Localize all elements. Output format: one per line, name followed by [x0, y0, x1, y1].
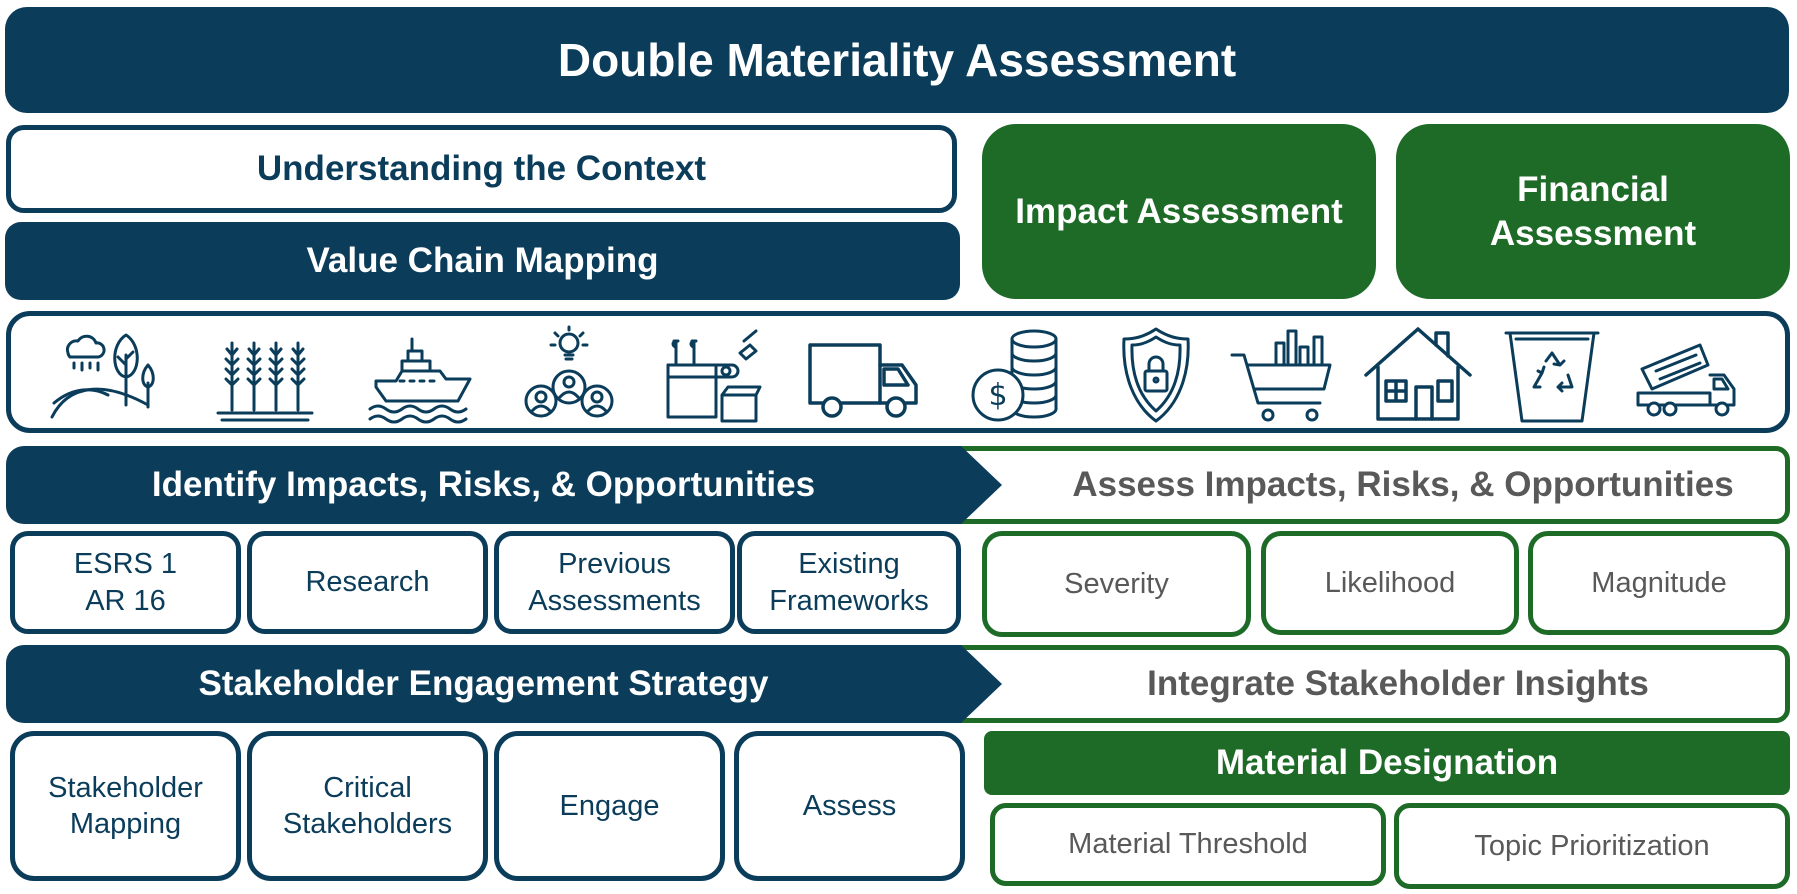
page-title: Double Materiality Assessment [5, 7, 1789, 113]
magnitude-box: Magnitude [1528, 531, 1790, 635]
existing-frameworks-label: Existing Frameworks [769, 548, 929, 617]
stakeholder-strategy-label: Stakeholder Engagement Strategy [198, 664, 769, 703]
stakeholder-strategy-arrow [6, 645, 1002, 723]
wheat-icon [212, 325, 324, 425]
severity-label: Severity [1064, 567, 1169, 600]
previous-assessments-box: Previous Assessments [494, 531, 735, 634]
material-threshold-box: Material Threshold [990, 803, 1386, 886]
stakeholder-strategy-header: Stakeholder Engagement Strategy [6, 645, 961, 723]
recycle-bin-icon [1496, 325, 1608, 425]
financial-assessment-box: Financial Assessment [1396, 124, 1790, 299]
esrs-ar16-label: ESRS 1 AR 16 [73, 548, 178, 617]
material-designation-header: Material Designation [984, 731, 1790, 795]
identify-iro-arrow [6, 446, 1002, 524]
shopping-cart-icon [1230, 325, 1342, 425]
assess-label: Assess [802, 789, 897, 822]
integrate-insights-header: Integrate Stakeholder Insights [946, 645, 1790, 723]
understanding-context-box: Understanding the Context [6, 125, 957, 213]
impact-assessment-label: Impact Assessment [1015, 191, 1343, 231]
engage-box: Engage [494, 731, 725, 881]
ship-icon [366, 325, 478, 425]
engage-label: Engage [559, 789, 660, 822]
existing-frameworks-box: Existing Frameworks [737, 531, 961, 634]
identify-iro-header: Identify Impacts, Risks, & Opportunities [6, 446, 961, 524]
material-designation-label: Material Designation [1215, 743, 1559, 782]
shield-lock-icon [1100, 325, 1212, 425]
previous-assessments-label: Previous Assessments [528, 548, 701, 617]
likelihood-box: Likelihood [1261, 531, 1519, 635]
house-icon [1362, 325, 1474, 425]
magnitude-label: Magnitude [1591, 566, 1727, 599]
truck-icon [808, 325, 920, 425]
stakeholder-mapping-label: Stakeholder Mapping [48, 771, 203, 840]
assess-iro-label: Assess Impacts, Risks, & Opportunities [1072, 465, 1734, 504]
dump-truck-icon [1630, 325, 1742, 425]
value-chain-mapping-box: Value Chain Mapping [5, 222, 960, 300]
svg-text:$: $ [988, 378, 1007, 413]
understanding-context-label: Understanding the Context [256, 149, 707, 188]
value-chain-mapping-label: Value Chain Mapping [306, 241, 659, 280]
weather-landscape-icon [48, 325, 160, 425]
title-text: Double Materiality Assessment [557, 34, 1237, 86]
coins-icon: $ [964, 325, 1076, 425]
assess-iro-header: Assess Impacts, Risks, & Opportunities [946, 446, 1790, 524]
critical-stakeholders-label: Critical Stakeholders [282, 771, 453, 840]
topic-prioritization-box: Topic Prioritization [1394, 803, 1790, 889]
research-box: Research [247, 531, 488, 634]
topic-prioritization-label: Topic Prioritization [1474, 829, 1710, 862]
factory-packaging-icon [660, 325, 772, 425]
identify-iro-label: Identify Impacts, Risks, & Opportunities [151, 465, 816, 504]
assess-box: Assess [734, 731, 965, 881]
people-idea-icon [513, 325, 625, 425]
material-threshold-label: Material Threshold [1068, 828, 1308, 861]
critical-stakeholders-box: Critical Stakeholders [247, 731, 488, 881]
integrate-insights-label: Integrate Stakeholder Insights [1147, 664, 1649, 703]
severity-box: Severity [982, 531, 1251, 637]
impact-assessment-box: Impact Assessment [982, 124, 1376, 299]
financial-assessment-label: Financial Assessment [1489, 169, 1697, 253]
research-label: Research [305, 566, 430, 599]
esrs-ar16-box: ESRS 1 AR 16 [10, 531, 241, 634]
likelihood-label: Likelihood [1324, 566, 1456, 599]
stakeholder-mapping-box: Stakeholder Mapping [10, 731, 241, 881]
